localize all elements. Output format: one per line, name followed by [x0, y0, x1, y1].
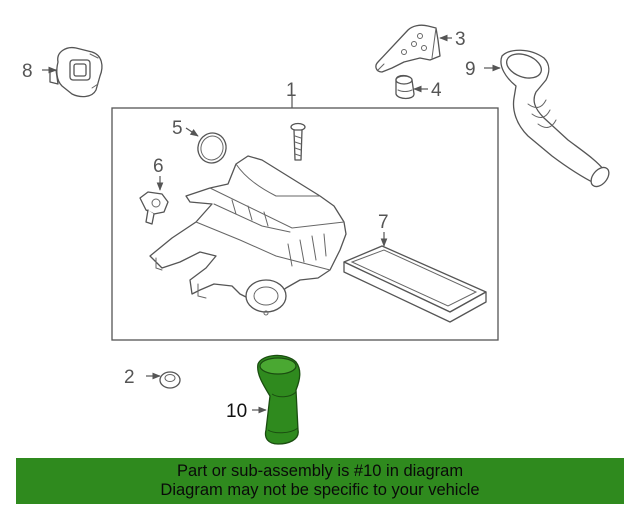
callout-7[interactable]: 7	[378, 212, 389, 233]
leader-5	[185, 127, 199, 137]
callout-10[interactable]: 10	[226, 401, 247, 422]
footer-line-2: Diagram may not be specific to your vehi…	[160, 481, 480, 499]
part-3-bracket[interactable]	[375, 24, 441, 73]
callout-1[interactable]: 1	[286, 80, 297, 101]
callout-6[interactable]: 6	[153, 156, 164, 177]
callout-9[interactable]: 9	[465, 59, 476, 80]
part-8-airflow-sensor[interactable]	[49, 46, 103, 98]
bolt[interactable]	[290, 122, 306, 161]
footer-line-1: Part or sub-assembly is #10 in diagram	[176, 462, 464, 480]
part-2-grommet[interactable]	[159, 371, 181, 389]
callout-8[interactable]: 8	[22, 61, 33, 82]
part-7-air-filter[interactable]	[343, 245, 487, 323]
footer-banner: Part or sub-assembly is #10 in diagram D…	[16, 458, 624, 504]
callout-2[interactable]: 2	[124, 367, 135, 388]
assembly-frame	[111, 107, 499, 341]
callout-3[interactable]: 3	[455, 29, 466, 50]
callout-4[interactable]: 4	[431, 80, 442, 101]
part-5-seal[interactable]	[195, 130, 230, 166]
air-cleaner-housing[interactable]	[149, 155, 347, 316]
part-6-sensor[interactable]	[139, 191, 169, 225]
part-4-grommet[interactable]	[395, 74, 415, 100]
part-9-intake-hose[interactable]	[500, 49, 612, 190]
part-10-intake-duct[interactable]	[257, 354, 301, 445]
callout-5[interactable]: 5	[172, 118, 183, 139]
